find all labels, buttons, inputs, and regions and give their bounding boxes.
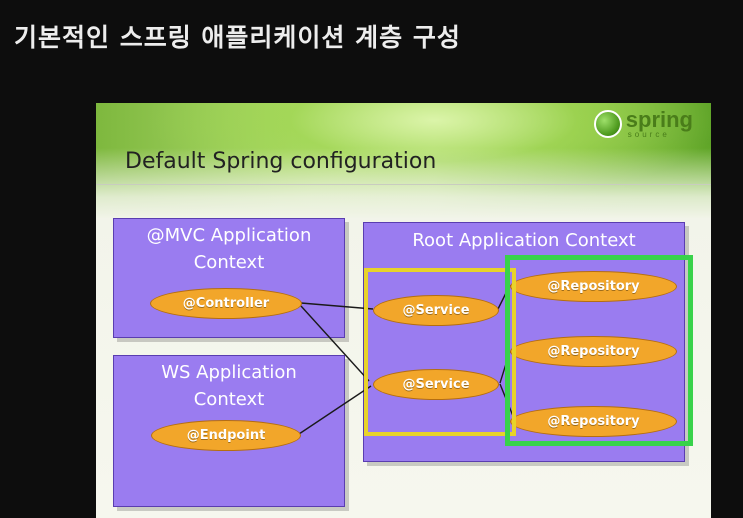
heading-divider bbox=[96, 184, 711, 185]
springsource-logo: spring source bbox=[593, 107, 693, 139]
slide: spring source Default Spring configurati… bbox=[96, 103, 711, 518]
service-bean-1: @Service bbox=[373, 295, 499, 326]
spring-leaf-icon bbox=[593, 110, 622, 138]
repository-bean-2: @Repository bbox=[510, 336, 677, 367]
endpoint-bean: @Endpoint bbox=[151, 420, 301, 451]
mvc-context-label: @MVC Application Context bbox=[146, 225, 312, 273]
slide-heading: Default Spring configuration bbox=[125, 149, 437, 174]
repository-bean-3: @Repository bbox=[510, 406, 677, 437]
repository-bean-1: @Repository bbox=[510, 271, 677, 302]
endpoint-service-line bbox=[298, 385, 372, 435]
logo-main-text: spring bbox=[625, 107, 693, 132]
controller-service-line bbox=[300, 302, 374, 310]
ws-context-label: WS Application Context bbox=[161, 362, 297, 410]
service2-repo3-line bbox=[499, 383, 514, 417]
logo-sub-text: source bbox=[627, 130, 670, 139]
service-bean-2: @Service bbox=[373, 369, 499, 400]
page-title: 기본적인 스프링 애플리케이션 계층 구성 bbox=[14, 23, 461, 52]
service-repo1-line bbox=[497, 284, 511, 310]
root-context-label: Root Application Context bbox=[412, 230, 636, 251]
controller-bean: @Controller bbox=[150, 288, 302, 319]
service2-repo2-line bbox=[499, 350, 511, 384]
controller-service2-line bbox=[300, 305, 370, 382]
